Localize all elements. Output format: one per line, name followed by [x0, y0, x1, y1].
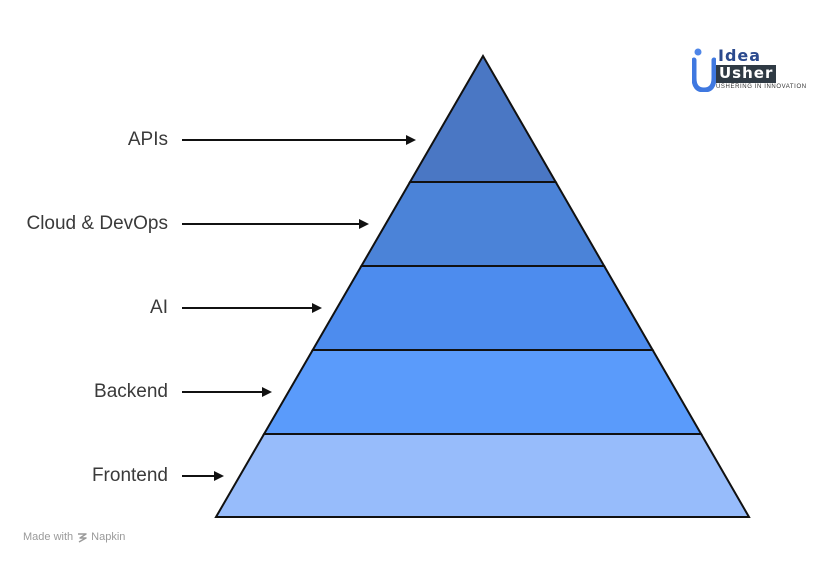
napkin-logo-icon	[78, 532, 87, 543]
pyramid-layer-2	[359, 181, 606, 267]
arrow-1	[182, 135, 416, 145]
layer-label-apis: APIs	[127, 129, 168, 150]
pyramid-layers	[214, 54, 751, 518]
pyramid-layer-1	[408, 54, 558, 183]
brand-word-idea: Idea	[718, 46, 762, 65]
arrow-2	[182, 219, 369, 229]
arrow-4	[182, 387, 272, 397]
layer-label-backend: Backend	[94, 381, 168, 402]
layer-label-ai: AI	[150, 297, 168, 318]
brand-tagline: USHERING IN INNOVATION	[716, 84, 807, 90]
pyramid-layer-5	[214, 433, 751, 518]
label-arrows	[182, 135, 416, 481]
arrow-5	[182, 471, 224, 481]
idea-usher-logo-mark-icon	[692, 48, 716, 92]
pyramid-layer-3	[310, 265, 655, 351]
made-with-text: Made with	[23, 531, 74, 543]
layer-label-frontend: Frontend	[91, 465, 168, 486]
pyramid-layer-4	[262, 349, 703, 435]
brand-word-usher: Usher	[716, 65, 777, 83]
napkin-text: Napkin	[91, 531, 126, 543]
brand-logo: Idea Usher USHERING IN INNOVATION	[692, 46, 806, 94]
arrow-3	[182, 303, 322, 313]
layer-label-cloud-devops: Cloud & DevOps	[26, 213, 168, 234]
made-with-napkin-footer: Made with Napkin	[23, 531, 125, 543]
